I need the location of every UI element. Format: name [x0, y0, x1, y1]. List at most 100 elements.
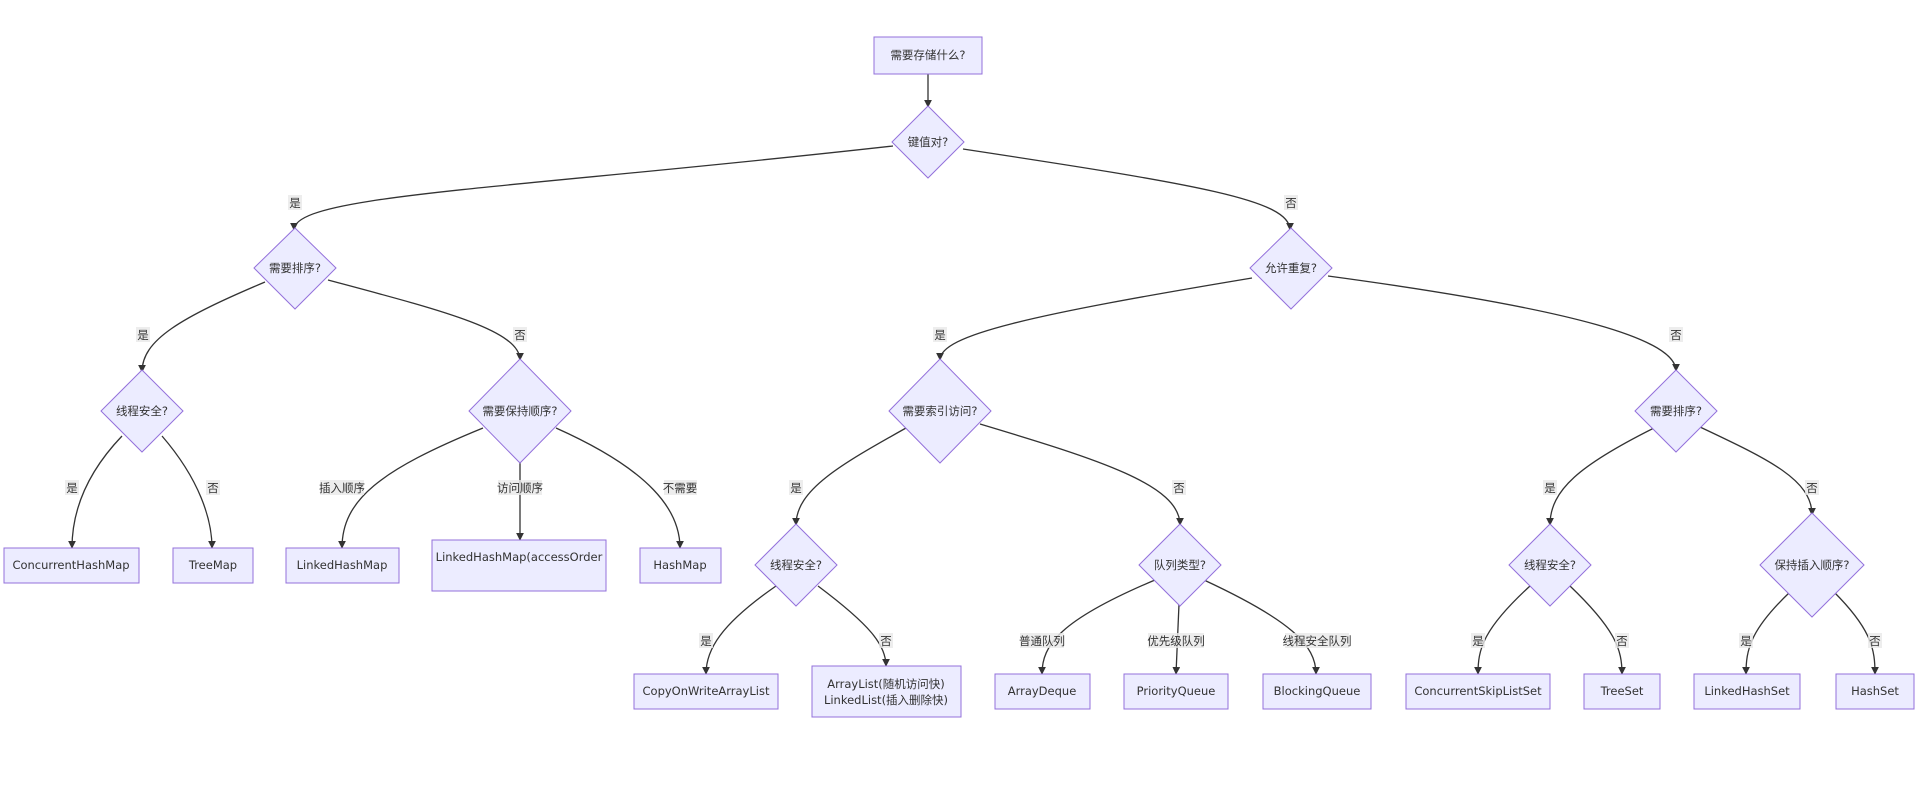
- edge-labels: 是 否 是 否 是 否 是 否 插入顺序 访问顺序 不需要 是 否 是 否 是 …: [65, 195, 1882, 648]
- edge-label-dup-no: 否: [1670, 328, 1682, 342]
- node-hashset: HashSet: [1835, 673, 1915, 710]
- decision-sort2: 需要排序?: [1634, 369, 1718, 453]
- decision-keep: 保持插入顺序?: [1759, 512, 1865, 618]
- edge-label-ts3-yes: 是: [1472, 634, 1484, 648]
- node-hashmap: HashMap: [639, 547, 722, 584]
- decision-order-label: 需要保持顺序?: [482, 404, 557, 418]
- edge-label-q-priority: 优先级队列: [1147, 634, 1205, 648]
- node-linkedlist-label: LinkedList(插入删除快): [824, 693, 948, 707]
- node-arraylist-label: ArrayList(随机访问快): [827, 677, 945, 691]
- edge-label-q-normal: 普通队列: [1019, 634, 1065, 648]
- node-lhm-label: LinkedHashMap: [297, 558, 388, 572]
- edge-sort1-ts1: [138, 281, 266, 373]
- decision-order: 需要保持顺序?: [468, 358, 572, 464]
- edge-label-keep-no: 否: [1869, 634, 1881, 648]
- edge-ts1-treemap: [161, 435, 216, 549]
- node-pq: PriorityQueue: [1123, 673, 1229, 710]
- edge-label-sort2-no: 否: [1806, 481, 1818, 495]
- edge-dup-sort2: [1327, 275, 1680, 372]
- edge-kv-dup: [962, 148, 1294, 231]
- node-treeset-label: TreeSet: [1600, 684, 1644, 698]
- node-hashmap-label: HashMap: [653, 558, 706, 572]
- decision-dup: 允许重复?: [1249, 227, 1333, 310]
- decision-ts2-label: 线程安全?: [770, 558, 822, 572]
- node-root: 需要存储什么?: [873, 36, 983, 75]
- node-csls: ConcurrentSkipListSet: [1405, 673, 1551, 710]
- decision-ts1-label: 线程安全?: [116, 404, 168, 418]
- decision-ts3: 线程安全?: [1508, 523, 1592, 607]
- node-lhs-label: LinkedHashSet: [1704, 684, 1790, 698]
- edge-label-ts1-no: 否: [207, 481, 219, 495]
- edge-label-q-safe: 线程安全队列: [1283, 634, 1352, 648]
- decision-sort1: 需要排序?: [253, 227, 337, 310]
- decision-qtype: 队列类型?: [1138, 523, 1222, 607]
- node-lhs: LinkedHashSet: [1693, 673, 1801, 710]
- edge-label-ts1-yes: 是: [66, 481, 78, 495]
- decision-ts3-label: 线程安全?: [1524, 558, 1576, 572]
- decision-qtype-label: 队列类型?: [1154, 558, 1206, 572]
- node-chm: ConcurrentHashMap: [3, 547, 140, 584]
- node-cowal: CopyOnWriteArrayList: [633, 673, 779, 710]
- node-pq-label: PriorityQueue: [1137, 684, 1216, 698]
- node-root-label: 需要存储什么?: [890, 48, 965, 62]
- decision-idx: 需要索引访问?: [888, 358, 992, 464]
- edge-label-kv-no: 否: [1285, 196, 1297, 210]
- rect-nodes: 需要存储什么? ConcurrentHashMap TreeMap Linked…: [3, 36, 1915, 718]
- edge-ts2-list: [817, 585, 890, 667]
- edge-ts1-chm: [68, 435, 123, 549]
- node-arraydeque-label: ArrayDeque: [1008, 684, 1077, 698]
- edge-ts3-treeset: [1569, 585, 1626, 675]
- edge-label-sort2-yes: 是: [1544, 481, 1556, 495]
- edge-ts2-cowal: [702, 585, 777, 675]
- node-hashset-label: HashSet: [1851, 684, 1899, 698]
- node-arraydeque: ArrayDeque: [994, 673, 1091, 710]
- edge-label-ts2-no: 否: [880, 634, 892, 648]
- edge-label-order-none: 不需要: [663, 481, 698, 495]
- node-lhm-access: LinkedHashMap(accessOrder: [431, 539, 607, 592]
- node-treemap-label: TreeMap: [188, 558, 237, 572]
- edge-label-order-insert: 插入顺序: [319, 481, 365, 495]
- node-bq: BlockingQueue: [1262, 673, 1372, 710]
- node-lhm-access-label: LinkedHashMap(accessOrder: [436, 550, 603, 564]
- edge-qtype-bq: [1203, 579, 1320, 675]
- node-treeset: TreeSet: [1583, 673, 1661, 710]
- decision-idx-label: 需要索引访问?: [902, 404, 977, 418]
- edge-qtype-arraydeque: [1038, 579, 1156, 675]
- decision-ts1: 线程安全?: [100, 369, 184, 453]
- edge-ts3-csls: [1474, 585, 1531, 675]
- node-treemap: TreeMap: [172, 547, 254, 584]
- edge-sort2-ts3: [1546, 427, 1655, 526]
- edge-order-lhm: [338, 427, 484, 549]
- edge-label-ts3-no: 否: [1616, 634, 1628, 648]
- edge-order-hashmap: [555, 427, 684, 549]
- edge-label-kv-yes: 是: [289, 196, 301, 210]
- edge-label-sort1-yes: 是: [137, 328, 149, 342]
- decision-kv-label: 键值对?: [908, 135, 949, 149]
- decision-keep-label: 保持插入顺序?: [1774, 558, 1849, 572]
- edges: [68, 74, 1879, 675]
- node-chm-label: ConcurrentHashMap: [12, 558, 129, 572]
- decision-sort2-label: 需要排序?: [1650, 404, 1702, 418]
- edge-kv-sort1: [290, 145, 894, 231]
- decision-ts2: 线程安全?: [754, 523, 838, 607]
- decision-kv: 键值对?: [891, 105, 965, 179]
- edge-label-idx-no: 否: [1173, 481, 1185, 495]
- node-lhm: LinkedHashMap: [285, 547, 400, 584]
- edge-dup-idx: [936, 277, 1253, 361]
- decision-sort1-label: 需要排序?: [269, 261, 321, 275]
- node-bq-label: BlockingQueue: [1274, 684, 1361, 698]
- edge-idx-qtype: [979, 423, 1184, 526]
- node-list: ArrayList(随机访问快) LinkedList(插入删除快): [811, 665, 962, 718]
- edge-sort2-keep: [1699, 426, 1816, 516]
- node-csls-label: ConcurrentSkipListSet: [1414, 684, 1542, 698]
- edge-label-idx-yes: 是: [790, 481, 802, 495]
- decision-nodes: 键值对? 需要排序? 允许重复? 线程安全? 需要保持顺序? 需要索引访问? 需…: [100, 105, 1865, 618]
- edge-label-dup-yes: 是: [934, 328, 946, 342]
- node-cowal-label: CopyOnWriteArrayList: [643, 684, 770, 698]
- edge-label-sort1-no: 否: [514, 328, 526, 342]
- decision-dup-label: 允许重复?: [1265, 261, 1317, 275]
- edge-label-order-access: 访问顺序: [497, 481, 543, 495]
- edge-label-ts2-yes: 是: [700, 634, 712, 648]
- edge-sort1-order: [327, 279, 524, 361]
